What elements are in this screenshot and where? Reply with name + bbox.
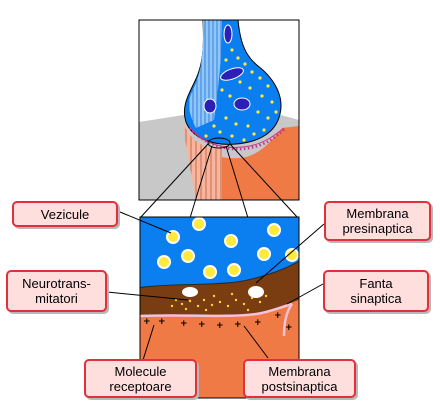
mitochondrion — [220, 67, 244, 81]
postsynaptic-membrane-edge — [282, 303, 294, 337]
svg-text:+: + — [285, 323, 293, 333]
receptor-plus-signs: +++ +++ +++ — [143, 311, 293, 333]
postsynaptic-striped-region — [183, 122, 222, 200]
svg-text:+: + — [198, 320, 206, 330]
receptor-membrane — [191, 127, 285, 148]
label-fanta-sinaptica: Fanta sinaptica — [323, 270, 429, 312]
label-neurotransmitatori: Neurotrans- mitatori — [6, 270, 107, 312]
label-vezicule: Vezicule — [12, 201, 118, 227]
svg-text:+: + — [180, 319, 188, 329]
overview-border — [138, 19, 300, 201]
svg-text:+: + — [158, 317, 166, 327]
zoom-vesicles — [157, 217, 299, 279]
synapse-overview-panel — [138, 19, 300, 201]
label-membrana-postsinaptica: Membrana postsinaptica — [243, 359, 356, 398]
fusing-vesicle — [248, 286, 264, 298]
mitochondrion — [223, 24, 233, 44]
svg-text:+: + — [254, 318, 262, 328]
synapse-zoom-panel: +++ +++ +++ — [139, 216, 300, 399]
fusing-vesicle — [182, 287, 198, 297]
zoom-highlight — [207, 137, 231, 149]
mitochondrion — [203, 98, 217, 114]
presynaptic-terminal — [140, 217, 299, 288]
svg-text:+: + — [274, 311, 282, 321]
label-molecule-receptoare: Molecule receptoare — [84, 359, 197, 398]
svg-text:+: + — [234, 320, 242, 330]
postsynaptic-membrane — [140, 302, 293, 318]
svg-text:+: + — [216, 321, 224, 331]
zoom-connector-lines — [139, 143, 299, 219]
label-membrana-presinaptica: Membrana presinaptica — [324, 201, 431, 241]
overview-vesicles — [204, 48, 278, 142]
svg-text:+: + — [143, 317, 151, 327]
mitochondrion — [233, 97, 251, 111]
leader-lines — [106, 211, 325, 361]
zoom-border — [139, 216, 300, 399]
